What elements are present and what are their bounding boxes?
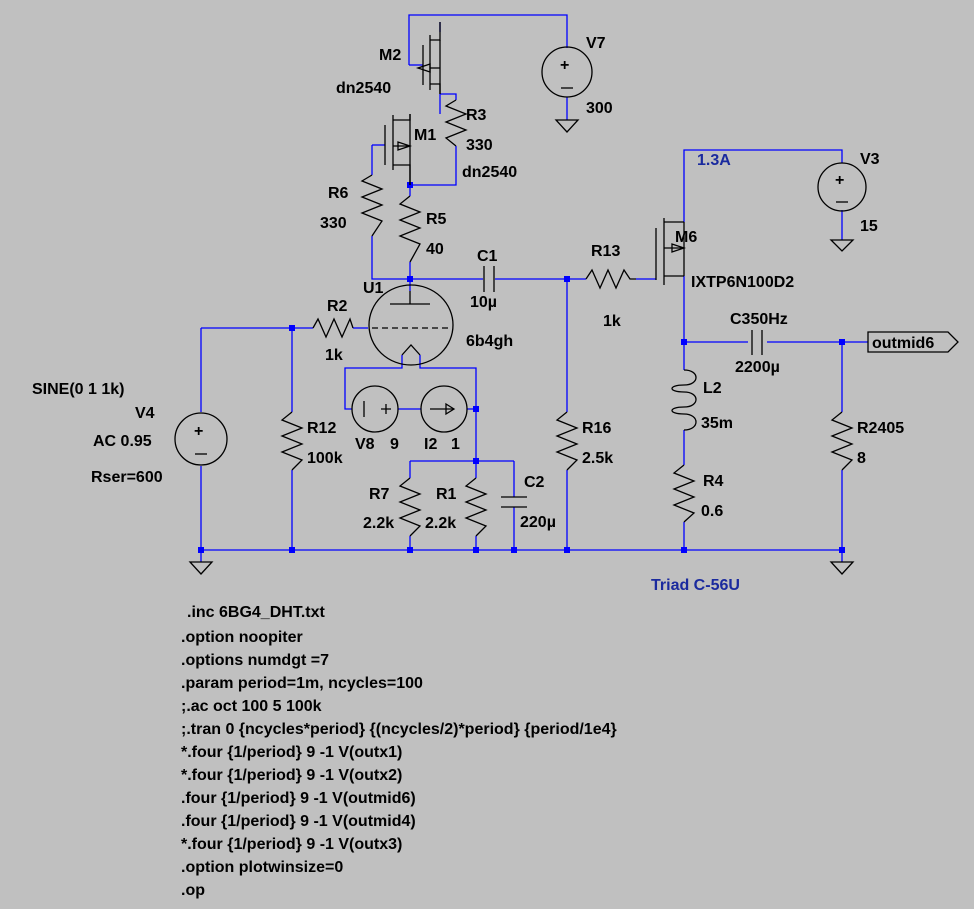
r4-value: 0.6 bbox=[701, 503, 723, 520]
resistor-r6[interactable] bbox=[360, 174, 384, 237]
u1-label: U1 bbox=[363, 280, 384, 297]
r6-label: R6 bbox=[328, 185, 349, 202]
m1-label: M1 bbox=[414, 127, 436, 144]
r7-label: R7 bbox=[369, 486, 390, 503]
r1-value: 2.2k bbox=[425, 515, 456, 532]
transformer-annotation: Triad C-56U bbox=[651, 577, 740, 594]
v3-value: 15 bbox=[860, 218, 878, 235]
c2-value: 220µ bbox=[520, 514, 556, 531]
r5-label: R5 bbox=[426, 211, 447, 228]
resistor-r1[interactable] bbox=[464, 477, 488, 537]
voltage-source-v4[interactable]: + bbox=[174, 412, 228, 575]
inductor-l2[interactable] bbox=[671, 369, 697, 431]
directive-line: ;.ac oct 100 5 100k bbox=[181, 698, 322, 715]
r3-value: 330 bbox=[466, 137, 493, 154]
current-source-i2[interactable] bbox=[420, 385, 468, 433]
resistor-r7[interactable] bbox=[398, 477, 422, 537]
mosfet-m1[interactable] bbox=[384, 114, 413, 185]
svg-text:+: + bbox=[835, 172, 844, 189]
r6-value: 330 bbox=[320, 215, 347, 232]
c1-value: 10µ bbox=[470, 294, 497, 311]
r3-label: R3 bbox=[466, 107, 487, 124]
resistor-r4[interactable] bbox=[672, 464, 696, 523]
tube-u1[interactable] bbox=[368, 284, 454, 366]
l2-label: L2 bbox=[703, 380, 722, 397]
i2-label: I2 bbox=[424, 436, 437, 453]
v7-value: 300 bbox=[586, 100, 613, 117]
capacitor-c1[interactable] bbox=[483, 266, 495, 292]
m2-model: dn2540 bbox=[336, 80, 391, 97]
voltage-source-v8[interactable] bbox=[351, 385, 399, 433]
resistor-r2[interactable] bbox=[312, 317, 354, 339]
resistor-r13[interactable] bbox=[585, 268, 636, 290]
v4-ac-spec: AC 0.95 bbox=[93, 433, 152, 450]
capacitor-c350hz[interactable] bbox=[751, 330, 763, 355]
directive-line: .four {1/period} 9 -1 V(outmid6) bbox=[181, 790, 416, 807]
resistor-r12[interactable] bbox=[280, 411, 304, 471]
resistor-r5[interactable] bbox=[398, 195, 422, 263]
r2405-label: R2405 bbox=[857, 420, 904, 437]
u1-model: 6b4gh bbox=[466, 333, 513, 350]
i2-value: 1 bbox=[451, 436, 460, 453]
resistor-r2405[interactable] bbox=[830, 411, 854, 471]
m1-model: dn2540 bbox=[462, 164, 517, 181]
directive-line: .inc 6BG4_DHT.txt bbox=[187, 604, 325, 621]
voltage-source-v3[interactable]: + bbox=[817, 162, 867, 252]
c350hz-value: 2200µ bbox=[735, 359, 780, 376]
v4-source-spec: SINE(0 1 1k) bbox=[32, 381, 124, 398]
v7-label: V7 bbox=[586, 35, 606, 52]
r16-label: R16 bbox=[582, 420, 611, 437]
current-annotation: 1.3A bbox=[697, 152, 731, 169]
r13-label: R13 bbox=[591, 243, 620, 260]
r12-value: 100k bbox=[307, 450, 343, 467]
directive-line: .op bbox=[181, 882, 205, 899]
r7-value: 2.2k bbox=[363, 515, 394, 532]
svg-text:outmid6: outmid6 bbox=[872, 335, 934, 352]
m6-model: IXTP6N100D2 bbox=[691, 274, 794, 291]
net-label-outmid6[interactable]: outmid6 bbox=[867, 331, 959, 353]
c350hz-label: C350Hz bbox=[730, 311, 788, 328]
directive-line: .param period=1m, ncycles=100 bbox=[181, 675, 423, 692]
c1-label: C1 bbox=[477, 248, 498, 265]
directive-line: ;.tran 0 {ncycles*period} {(ncycles/2)*p… bbox=[181, 721, 617, 738]
v3-label: V3 bbox=[860, 151, 880, 168]
v4-label: V4 bbox=[135, 405, 155, 422]
directive-line: *.four {1/period} 9 -1 V(outx3) bbox=[181, 836, 402, 853]
r4-label: R4 bbox=[703, 473, 724, 490]
v8-label: V8 bbox=[355, 436, 375, 453]
directive-line: *.four {1/period} 9 -1 V(outx2) bbox=[181, 767, 402, 784]
r2-label: R2 bbox=[327, 298, 348, 315]
r2-value: 1k bbox=[325, 347, 343, 364]
capacitor-c2[interactable] bbox=[501, 496, 527, 508]
r5-value: 40 bbox=[426, 241, 444, 258]
directive-line: .options numdgt =7 bbox=[181, 652, 329, 669]
spice-directives: .inc 6BG4_DHT.txt .option noopiter .opti… bbox=[181, 604, 617, 899]
directive-line: *.four {1/period} 9 -1 V(outx1) bbox=[181, 744, 402, 761]
r1-label: R1 bbox=[436, 486, 457, 503]
m6-label: M6 bbox=[675, 229, 697, 246]
svg-text:+: + bbox=[560, 57, 569, 74]
r12-label: R12 bbox=[307, 420, 336, 437]
mosfet-m6[interactable] bbox=[655, 218, 687, 285]
r2405-value: 8 bbox=[857, 450, 866, 467]
v8-value: 9 bbox=[390, 436, 399, 453]
l2-value: 35m bbox=[701, 415, 733, 432]
resistor-r3[interactable] bbox=[444, 99, 468, 147]
mosfet-m2[interactable] bbox=[415, 22, 441, 94]
r13-value: 1k bbox=[603, 313, 621, 330]
directive-line: .option plotwinsize=0 bbox=[181, 859, 343, 876]
directive-line: .four {1/period} 9 -1 V(outmid4) bbox=[181, 813, 416, 830]
svg-text:+: + bbox=[194, 423, 203, 440]
resistor-r16[interactable] bbox=[555, 411, 579, 471]
m2-label: M2 bbox=[379, 47, 401, 64]
r16-value: 2.5k bbox=[582, 450, 613, 467]
directive-line: .option noopiter bbox=[181, 629, 303, 646]
v4-rser-spec: Rser=600 bbox=[91, 469, 163, 486]
voltage-source-v7[interactable]: + bbox=[541, 46, 593, 133]
c2-label: C2 bbox=[524, 474, 545, 491]
ground-symbol-right bbox=[829, 561, 855, 575]
